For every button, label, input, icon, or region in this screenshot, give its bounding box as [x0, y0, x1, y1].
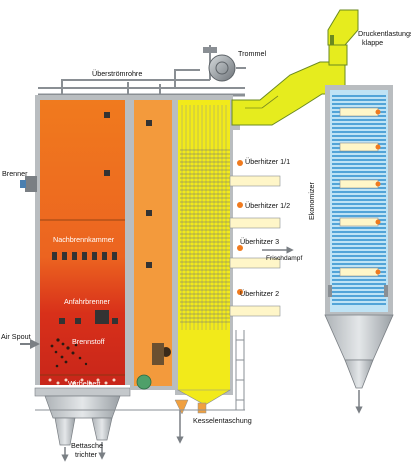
flue-gas-duct [231, 9, 359, 126]
label-superheater-1-1: Überhitzer 1/1 [245, 157, 291, 166]
superheater-headers [229, 160, 294, 317]
burner-ports [52, 112, 118, 324]
label-burner: Brenner [2, 169, 28, 178]
label-superheater-3: Überhitzer 3 [240, 237, 280, 246]
second-pass [130, 95, 175, 390]
fluidized-bed [48, 378, 116, 385]
label-overflow-pipes: Überströmrohre [92, 69, 143, 78]
label-superheater-2: Überhitzer 2 [240, 289, 280, 298]
label-fuel: Brennstoff [72, 337, 105, 346]
label-live-steam: Frischdampf [266, 255, 303, 262]
economizer [324, 85, 394, 414]
label-relief-flap-1: Druckentlastungs [358, 29, 411, 38]
label-bed-ash-hopper-1: Bettasche [71, 441, 103, 450]
air-inlet-box [34, 387, 131, 397]
label-bed-ash-hopper-2: trichter [75, 450, 97, 459]
label-air-spout: Air Spout [1, 332, 31, 341]
label-economizer: Ekonomizer [307, 182, 316, 220]
label-drum: Trommel [238, 49, 267, 58]
support-frame [35, 330, 245, 411]
burner-left [20, 176, 37, 192]
label-superheater-1-2: Überhitzer 1/2 [245, 201, 291, 210]
drum [203, 47, 246, 82]
label-fluidized-bed: Wirbelbett [68, 379, 101, 388]
label-boiler-ash: Kesselentaschung [193, 416, 252, 425]
fuel-particles [50, 338, 88, 368]
label-afterburn-chamber: Nachbrennkammer [53, 235, 115, 244]
bed-ash-hopper [44, 395, 121, 462]
label-startup-burner: Anfahrbrenner [64, 297, 110, 306]
label-relief-flap-2: klappe [362, 38, 384, 47]
furnace [35, 95, 130, 385]
